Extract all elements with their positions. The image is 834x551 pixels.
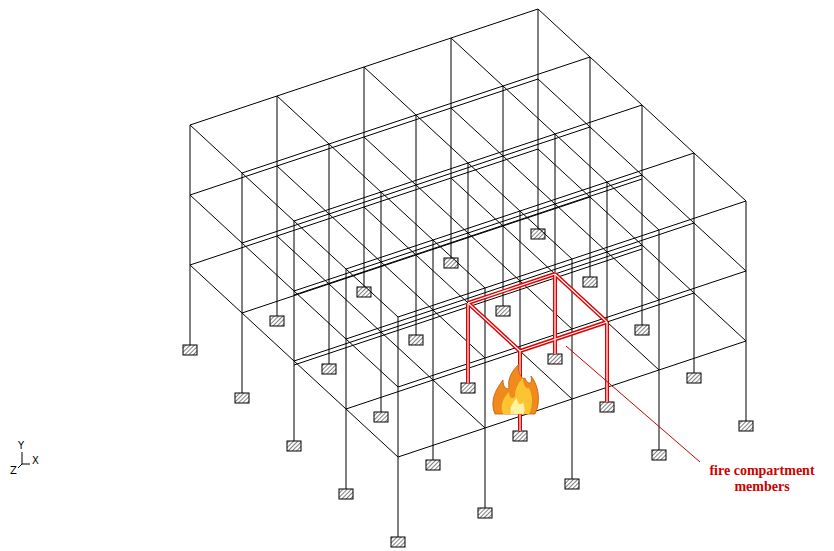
column [607,182,608,402]
axis-triad [18,452,30,468]
fire-member-core [468,303,520,351]
support-symbol [513,431,527,441]
beam [190,265,398,457]
fire-member [605,322,609,402]
support-symbol [687,373,701,383]
support-symbol [374,412,388,422]
beam [190,125,398,317]
support-symbol [739,421,753,431]
column [242,173,243,393]
fire-member-core [467,303,468,383]
column [659,230,660,450]
column [398,317,399,537]
fire-member [468,274,555,303]
beam [294,179,642,295]
support-symbol [565,479,579,489]
fire-member [466,303,470,383]
support-symbol [287,441,301,451]
fire-member [553,274,557,354]
support-symbol [235,393,249,403]
support-symbol [652,450,666,460]
support-symbol [444,258,458,268]
support-symbol [478,508,492,518]
beam [538,9,746,201]
fire-member-core [606,322,607,402]
frame-members [190,9,746,537]
support-symbol [183,345,197,355]
beam [451,38,659,230]
column [694,153,695,373]
fire-member-core [520,322,607,351]
beam [277,236,485,428]
support-symbol [496,306,510,316]
fire-icon [493,364,539,414]
fire-member-core [554,274,555,354]
fire-compartment-members [468,274,607,431]
beam [277,96,485,288]
support-symbol [531,229,545,239]
support-symbol [270,316,284,326]
fire-member [520,322,607,351]
leader-line [566,346,700,462]
beam [451,178,659,370]
axis-label: Y [18,441,24,451]
beam [364,207,572,399]
support-symbol [391,537,405,547]
beam [364,137,572,329]
column [190,125,191,345]
beam [538,79,746,271]
fire-member [468,303,520,351]
support-symbol [635,325,649,335]
support-symbol [339,489,353,499]
support-symbol [357,287,371,297]
column [433,240,434,460]
callout-label: fire compartment members [698,463,826,495]
column [294,221,295,441]
support-symbol [548,354,562,364]
beam [190,195,398,387]
support-symbol [409,335,423,345]
beam [364,67,572,259]
column [746,201,747,421]
axis-label: X [32,456,39,466]
fire-member-core [468,274,555,303]
fire-member [555,274,607,322]
support-symbol [583,277,597,287]
support-symbol [322,364,336,374]
fire-member-core [555,274,607,322]
column [346,269,347,489]
axis-label: Z [10,466,17,476]
beam [538,149,746,341]
beam [451,108,659,300]
support-symbol [600,402,614,412]
beam [277,166,485,358]
support-symbol [461,383,475,393]
support-symbol [426,460,440,470]
support-symbols [183,229,753,547]
